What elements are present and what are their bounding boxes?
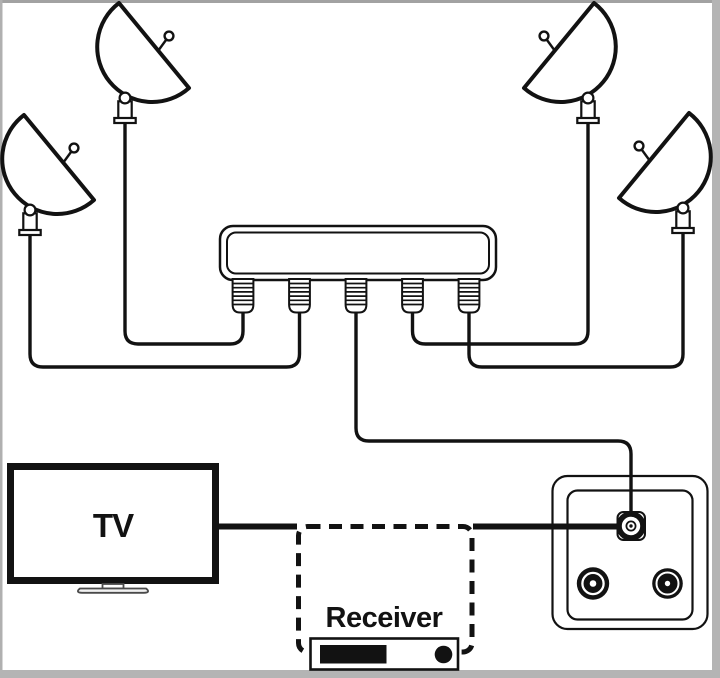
receiver-display — [320, 645, 387, 664]
switch-port-4 — [401, 278, 424, 314]
switch-port-2 — [288, 278, 311, 314]
cable-dish1-to-port2 — [28, 231, 302, 369]
tv: TV — [7, 463, 219, 594]
tv-stand-base — [77, 587, 149, 594]
cable-port3-to-outlet — [354, 312, 633, 514]
sat-port — [616, 511, 646, 541]
switch-port-5 — [457, 278, 481, 314]
cable-dish4-to-port5 — [467, 229, 685, 369]
sat-port-pin — [629, 524, 633, 528]
receiver-knob-icon — [434, 645, 453, 664]
tv-port-ring — [581, 571, 605, 596]
tv-label: TV — [93, 507, 134, 544]
switch-port-1 — [231, 278, 255, 314]
multiswitch-inner-panel — [226, 231, 490, 275]
frame-edge-top — [0, 0, 720, 3]
cable-dish3-to-port4 — [410, 119, 590, 346]
radio-port — [652, 568, 683, 599]
switch-port-3 — [344, 278, 368, 314]
frame-edge-left — [0, 0, 3, 678]
tv-port-pin — [589, 580, 597, 587]
radio-port-ring — [655, 571, 680, 596]
multiswitch — [218, 224, 498, 314]
frame-edge-bottom — [0, 670, 720, 678]
tv-screen — [7, 463, 219, 584]
cable-dish2-to-port1 — [123, 119, 245, 346]
receiver-label: Receiver — [326, 602, 443, 634]
receiver: Receiver — [296, 524, 475, 671]
frame-edge-right — [712, 0, 720, 678]
radio-port-pin — [664, 580, 671, 587]
tv-port — [576, 567, 610, 600]
